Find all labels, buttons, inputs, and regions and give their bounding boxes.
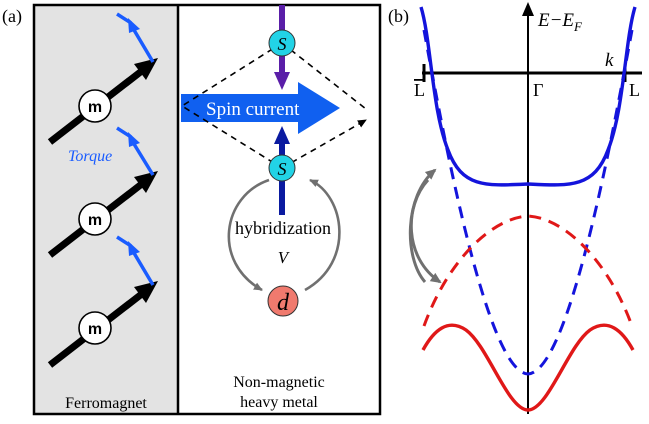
- s-orbital-bottom-label: S: [278, 159, 287, 179]
- torque-vector-1: [132, 29, 155, 63]
- incoming-spin-arrowhead: [274, 72, 290, 90]
- tick-label-right: L: [629, 80, 640, 100]
- dashed-line-reflected: [281, 119, 367, 169]
- panel-b-label: (b): [388, 6, 409, 27]
- s-orbital-top: [268, 29, 296, 57]
- cycle-arrow-right: [304, 178, 341, 292]
- s-orbital-top-label: S: [278, 34, 287, 54]
- d-orbital: [267, 285, 299, 317]
- panel-a: (a) Spin current S S hybridization V d: [2, 3, 382, 416]
- magnetic-moment-3: m: [47, 235, 158, 368]
- tick-label-left: L: [414, 80, 425, 100]
- energy-axis-arrowhead: [522, 2, 534, 16]
- torque-vector-3: [132, 252, 155, 286]
- energy-axis-text: E−E: [537, 10, 574, 31]
- d-band-solid: [421, 323, 635, 412]
- s-band-dashed: [422, 29, 634, 376]
- hybridization-label: hybridization: [235, 218, 331, 238]
- outgoing-spin-arrowhead: [274, 126, 290, 144]
- moment-symbol-3: m: [88, 321, 102, 338]
- ferromagnet-label: Ferromagnet: [65, 395, 147, 412]
- energy-axis-subscript: F: [573, 19, 583, 34]
- spin-current-label: Spin current: [206, 99, 300, 120]
- tick-label-center: Γ: [533, 80, 543, 100]
- dashed-line-upper: [281, 42, 367, 110]
- spin-current-arrow: [181, 82, 340, 134]
- magnetic-moment-1: m: [47, 12, 158, 145]
- torque-label: Torque: [68, 148, 112, 165]
- metal-label-line1: Non-magnetic: [233, 374, 325, 391]
- moment-symbol-2: m: [88, 212, 102, 229]
- metal-label-line2: heavy metal: [240, 394, 318, 411]
- coupling-symbol: V: [278, 248, 291, 267]
- panel-a-label: (a): [2, 6, 22, 27]
- hybridization-arrow-down: [409, 178, 442, 284]
- torque-vector-2: [132, 143, 155, 176]
- moment-symbol-1: m: [88, 99, 102, 116]
- s-orbital-bottom: [268, 154, 296, 182]
- momentum-axis-label: k: [605, 50, 614, 71]
- panel-b: (b) E−EF k L Γ L: [388, 2, 642, 414]
- panel-a-frame: [32, 3, 382, 416]
- cycle-arrow-left: [227, 178, 270, 292]
- energy-axis-label: E−EF: [537, 10, 583, 34]
- d-orbital-label: d: [277, 290, 290, 316]
- magnetic-moment-2: m: [47, 126, 158, 258]
